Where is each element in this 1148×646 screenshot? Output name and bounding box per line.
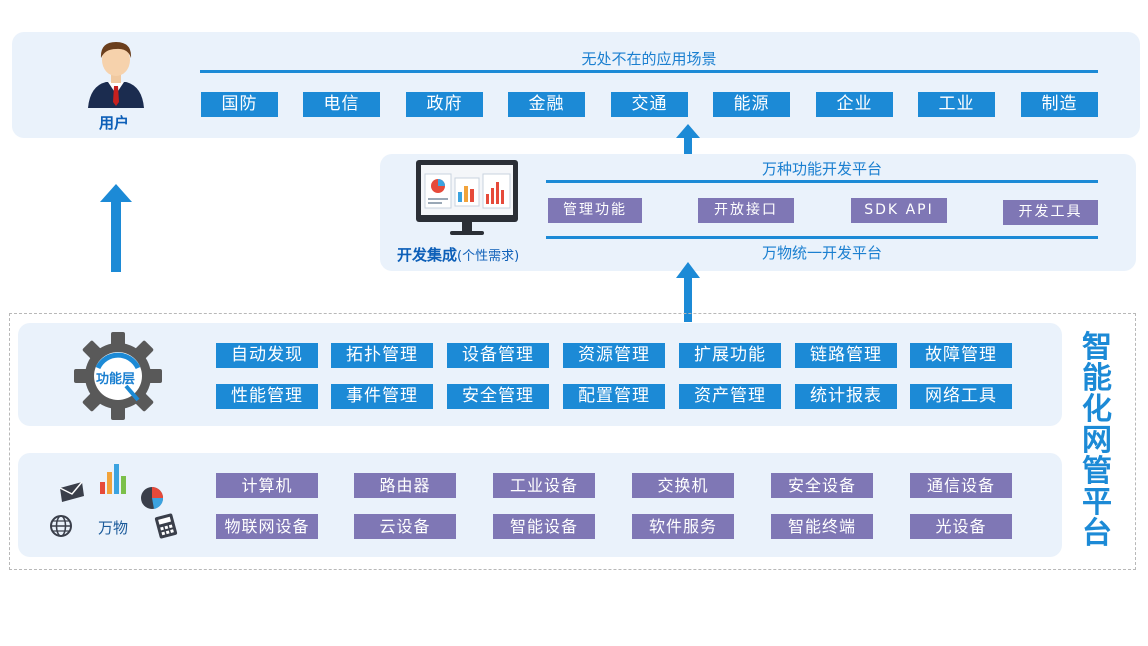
function-tag: 性能管理 [216, 384, 318, 409]
user-label: 用户 [99, 114, 130, 132]
function-tag: 设备管理 [447, 343, 549, 368]
gear-icon [74, 332, 162, 420]
bar-chart-icon [100, 464, 126, 494]
thing-tag: 安全设备 [771, 473, 873, 498]
scene-tag: 金融 [508, 92, 585, 117]
scene-tag: 工业 [918, 92, 995, 117]
calculator-icon [154, 513, 178, 539]
scene-tag: 企业 [816, 92, 893, 117]
dev-label-main: 开发集成 [397, 246, 458, 264]
scene-tag: 电信 [303, 92, 380, 117]
thing-tag: 工业设备 [493, 473, 595, 498]
function-tag: 扩展功能 [679, 343, 781, 368]
platform-label: 智能化网管平台 [1082, 330, 1112, 551]
globe-icon [50, 515, 72, 537]
thing-tag: 软件服务 [632, 514, 734, 539]
dev-top-title: 万种功能开发平台 [761, 160, 882, 178]
mail-icon [59, 481, 84, 502]
things-label: 万物 [98, 519, 129, 537]
things-icons [50, 464, 178, 539]
function-layer-panel [18, 323, 1062, 426]
scenes-title: 无处不在的应用场景 [581, 50, 717, 68]
dev-tag: 开放接口 [698, 198, 794, 223]
thing-tag: 物联网设备 [216, 514, 318, 539]
dev-top-divider [546, 180, 1098, 183]
dev-tag: 开发工具 [1003, 200, 1098, 225]
dev-tag: SDK API [851, 198, 947, 223]
thing-tag: 智能设备 [493, 514, 595, 539]
scene-tag: 政府 [406, 92, 483, 117]
user-avatar-icon [88, 42, 144, 108]
dev-label-sub: (个性需求) [457, 249, 520, 264]
arrow-up-icon [100, 184, 132, 272]
function-tag: 统计报表 [795, 384, 897, 409]
thing-tag: 交换机 [632, 473, 734, 498]
dev-bottom-divider [546, 236, 1098, 239]
thing-tag: 计算机 [216, 473, 318, 498]
function-tag: 自动发现 [216, 343, 318, 368]
function-tag: 资产管理 [679, 384, 781, 409]
thing-tag: 通信设备 [910, 473, 1012, 498]
scene-tag: 能源 [713, 92, 790, 117]
pie-chart-icon [141, 487, 164, 509]
function-tag: 配置管理 [563, 384, 665, 409]
arrow-up-icon [676, 124, 700, 166]
thing-tag: 路由器 [354, 473, 456, 498]
dev-bottom-title: 万物统一开发平台 [761, 244, 882, 262]
thing-tag: 智能终端 [771, 514, 873, 539]
scenes-divider [200, 70, 1098, 73]
arrow-up-icon [676, 262, 700, 322]
user-panel [12, 32, 1140, 138]
function-tag: 链路管理 [795, 343, 897, 368]
thing-tag: 光设备 [910, 514, 1012, 539]
scene-tag: 国防 [201, 92, 278, 117]
scene-tag: 交通 [611, 92, 688, 117]
function-tag: 安全管理 [447, 384, 549, 409]
dev-tag: 管理功能 [548, 198, 642, 223]
function-tag: 网络工具 [910, 384, 1012, 409]
things-panel [18, 453, 1062, 557]
function-tag: 拓扑管理 [331, 343, 433, 368]
function-tag: 故障管理 [910, 343, 1012, 368]
function-tag: 资源管理 [563, 343, 665, 368]
function-tag: 事件管理 [331, 384, 433, 409]
scene-tag: 制造 [1021, 92, 1098, 117]
function-layer-label: 功能层 [96, 372, 136, 387]
platform-frame [9, 313, 1136, 570]
monitor-dashboard-icon [416, 160, 518, 235]
thing-tag: 云设备 [354, 514, 456, 539]
dev-label: 开发集成(个性需求) [397, 244, 519, 265]
